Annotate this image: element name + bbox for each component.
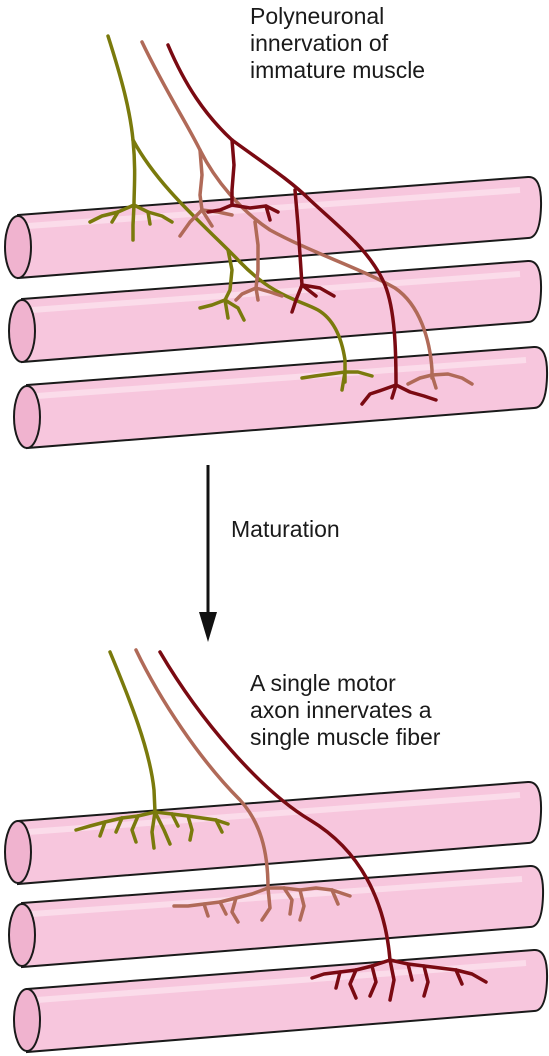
label-top-line-3: immature muscle	[250, 57, 426, 83]
axon-olive-immature	[88, 34, 374, 392]
label-top-line-2: innervation of	[250, 30, 389, 56]
axon-maroon-mature	[158, 650, 488, 1002]
muscle-fiber-bottom-2	[8, 865, 545, 969]
axon-rose-mature	[134, 648, 352, 924]
muscle-fiber-bottom-1	[4, 781, 543, 886]
immature-muscle-fibers	[4, 176, 549, 450]
muscle-fiber-top-1	[4, 176, 543, 280]
muscle-fiber-top-3	[13, 346, 549, 450]
mature-muscle-fibers	[4, 781, 549, 1054]
label-bottom-line-1: A single motor	[250, 670, 396, 696]
axon-rose-immature	[140, 40, 474, 390]
label-maturation: Maturation	[231, 516, 340, 543]
down-arrow-icon	[199, 465, 217, 642]
label-single-axon-innervation: A single motor axon innervates a single …	[250, 670, 440, 751]
label-bottom-line-2: axon innervates a	[250, 697, 432, 723]
axon-olive-mature	[74, 650, 230, 850]
label-maturation-text: Maturation	[231, 516, 340, 542]
muscle-fiber-top-2	[8, 260, 543, 364]
muscle-fiber-bottom-3	[13, 949, 549, 1054]
label-polyneuronal-innervation: Polyneuronal innervation of immature mus…	[250, 3, 425, 84]
label-top-line-1: Polyneuronal	[250, 3, 385, 29]
axon-maroon-immature	[166, 43, 438, 406]
label-bottom-line-3: single muscle fiber	[250, 724, 441, 750]
